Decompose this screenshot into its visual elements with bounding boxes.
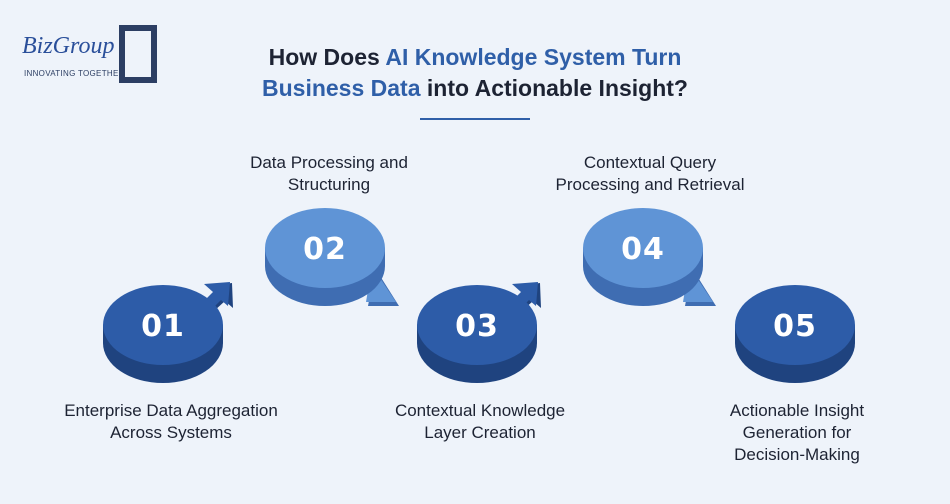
step-05-number: 05 (773, 309, 817, 344)
logo-name: BizGroup (22, 33, 115, 59)
brand-logo: BizGroup INNOVATING TOGETHER (22, 25, 157, 83)
step-01-disc: 01 (103, 282, 233, 383)
logo-tagline: INNOVATING TOGETHER (24, 69, 125, 78)
step-02-label-line2: Structuring (287, 175, 371, 194)
step-02-label: Data Processing and Structuring (199, 152, 459, 196)
step-04-label-line2: Processing and Retrieval (555, 175, 745, 194)
title-highlight2: Business Data (262, 75, 421, 101)
step-03-label-line2: Layer Creation (424, 423, 536, 442)
step-01-label-line1: Enterprise Data Aggregation (64, 401, 278, 420)
step-04-disc: 04 (583, 208, 716, 306)
step-03-disc: 03 (417, 282, 541, 383)
step-05-label-line1: Actionable Insight (729, 401, 865, 420)
title-part1: How Does (268, 44, 386, 70)
step-03-label: Contextual Knowledge Layer Creation (350, 400, 610, 444)
page-title: How Does AI Knowledge System Turn Busine… (200, 42, 750, 104)
step-05-label-line3: Decision-Making (734, 445, 860, 464)
step-03-label-line1: Contextual Knowledge (394, 401, 566, 420)
step-01-label: Enterprise Data Aggregation Across Syste… (41, 400, 301, 444)
step-02-disc: 02 (265, 208, 399, 306)
step-01-label-line2: Across Systems (110, 423, 232, 442)
step-05-disc: 05 (735, 285, 855, 383)
step-03-number: 03 (455, 309, 499, 344)
title-part2: into Actionable Insight? (420, 75, 688, 101)
step-01-number: 01 (141, 309, 185, 344)
title-underline (420, 118, 530, 120)
logo-frame-inner (125, 31, 151, 77)
title-highlight1: AI Knowledge System Turn (385, 44, 682, 70)
step-04-number: 04 (621, 232, 665, 267)
step-05-label: Actionable Insight Generation for Decisi… (667, 400, 927, 466)
step-02-number: 02 (303, 232, 347, 267)
step-02-label-line1: Data Processing and (250, 153, 408, 172)
step-05-label-line2: Generation for (742, 423, 852, 442)
step-04-label-line1: Contextual Query (583, 153, 717, 172)
step-04-label: Contextual Query Processing and Retrieva… (520, 152, 780, 196)
